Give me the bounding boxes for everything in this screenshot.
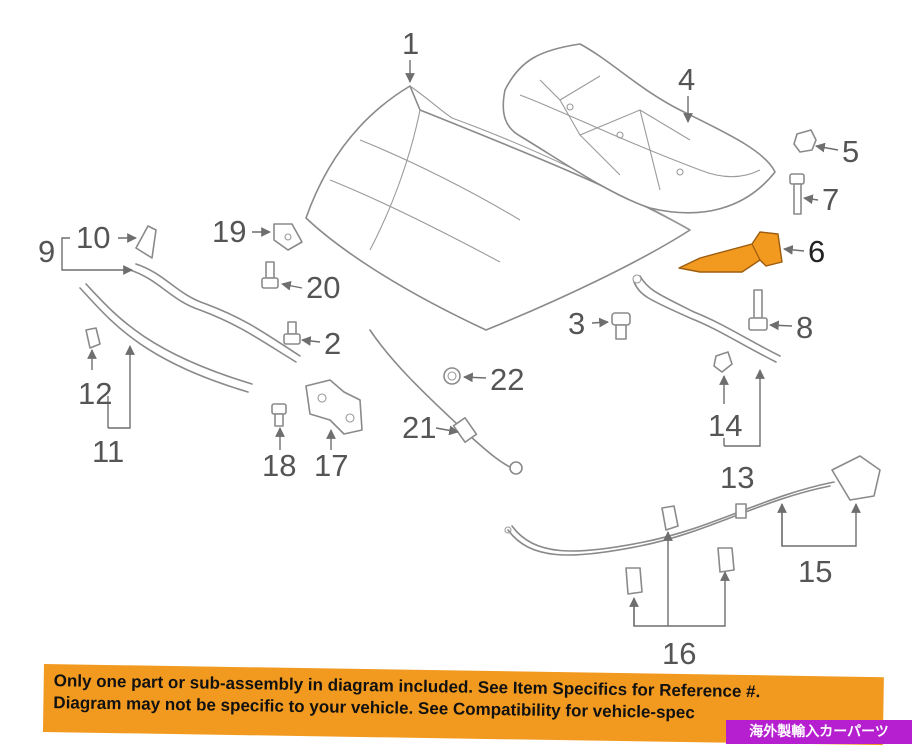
callout-21: 21 — [402, 410, 436, 445]
callout-8: 8 — [796, 310, 813, 345]
callout-17: 17 — [314, 448, 348, 483]
bolt-3 — [611, 312, 631, 340]
callout-9: 9 — [38, 234, 55, 269]
callout-5: 5 — [842, 134, 859, 169]
release-cable-short — [369, 329, 523, 475]
callout-10: 10 — [76, 220, 110, 255]
callout-labels: 1 2 3 4 5 6 7 8 9 10 11 12 13 14 15 16 1… — [38, 26, 859, 671]
callout-12: 12 — [78, 376, 112, 411]
hood-prop-rod — [632, 274, 781, 363]
callout-1: 1 — [402, 26, 419, 61]
highlighted-bracket-6 — [678, 231, 783, 273]
callout-16: 16 — [662, 636, 696, 671]
cable-clip-c — [625, 567, 643, 595]
seller-watermark: 海外製輸入カーパーツ — [726, 720, 912, 744]
cable-clip-a — [661, 505, 679, 531]
bolt-20 — [261, 261, 279, 289]
callout-2: 2 — [324, 326, 341, 361]
bolt-7 — [789, 173, 805, 215]
callout-15: 15 — [798, 554, 832, 589]
hood-bumper-stop — [793, 129, 817, 153]
bolt-8 — [748, 289, 768, 331]
callout-3: 3 — [568, 306, 585, 341]
callout-18: 18 — [262, 448, 296, 483]
hood-latch — [305, 379, 363, 435]
bolt-18 — [271, 403, 287, 427]
bolt-2 — [283, 321, 301, 345]
bracket-19 — [273, 223, 303, 251]
leader-lines — [61, 60, 861, 627]
grommet-22 — [443, 367, 461, 385]
callout-14: 14 — [708, 408, 742, 443]
cable-clip-b — [717, 547, 735, 573]
callout-20: 20 — [306, 270, 340, 305]
callout-7: 7 — [822, 182, 839, 217]
push-clip-12 — [85, 327, 101, 349]
prop-rod-clip — [713, 351, 733, 373]
callout-11: 11 — [92, 434, 124, 469]
release-cable-long — [504, 455, 881, 556]
cowl-seal — [79, 283, 253, 393]
hood-seal — [129, 263, 301, 363]
callout-6: 6 — [808, 234, 825, 269]
callout-19: 19 — [212, 214, 246, 249]
callout-13: 13 — [720, 460, 754, 495]
hood-insulator — [502, 43, 776, 214]
clip-10 — [135, 225, 157, 259]
callout-4: 4 — [678, 62, 695, 97]
callout-22: 22 — [490, 362, 524, 397]
